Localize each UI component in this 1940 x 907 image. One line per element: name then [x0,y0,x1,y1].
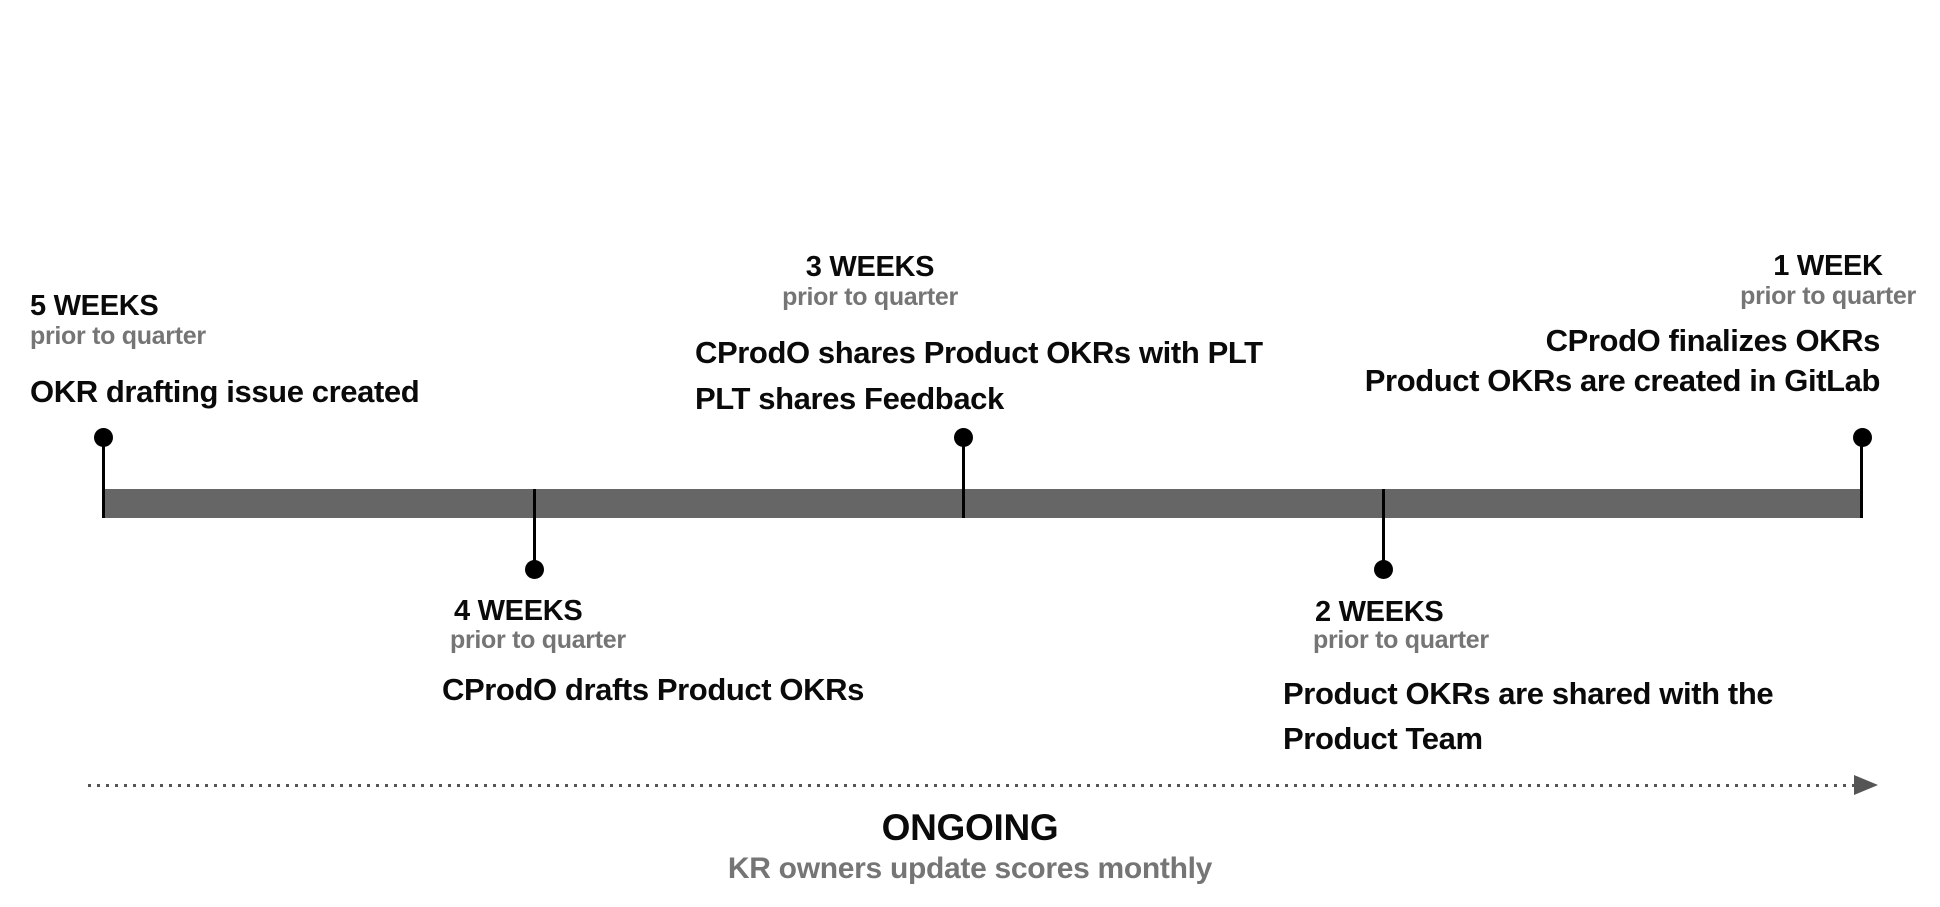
description-line: Product OKRs are shared with the [1283,676,1774,711]
ongoing-subtitle: KR owners update scores monthly [727,852,1213,885]
milestone-dot-4-weeks [525,560,544,579]
milestone-3-weeks-label: 3 WEEKS [805,251,935,283]
milestone-4-weeks-qualifier: prior to quarter [450,626,626,654]
milestone-1-week-label: 1 WEEK [1773,250,1883,282]
ongoing-dotted-line [88,784,1854,787]
description-line: PLT shares Feedback [695,381,1004,416]
milestone-dot-3-weeks [954,428,973,447]
arrow-right-icon [1854,775,1878,795]
milestone-2-weeks-qualifier: prior to quarter [1313,626,1489,654]
milestone-stem-2-weeks [1382,489,1385,569]
milestone-4-weeks-description: CProdO drafts Product OKRs [442,670,864,710]
milestone-5-weeks-description: OKR drafting issue created [30,372,420,412]
timeline-bar [104,489,1863,518]
milestone-2-weeks-description: Product OKRs are shared with the Product… [1283,671,1774,761]
milestone-stem-1-week [1860,438,1863,518]
milestone-5-weeks-qualifier: prior to quarter [30,322,206,350]
milestone-2-weeks-label: 2 WEEKS [1315,596,1444,628]
milestone-1-week-description: CProdO finalizes OKRs Product OKRs are c… [1364,321,1881,401]
description-line: OKR drafting issue created [30,374,420,409]
description-line: CProdO drafts Product OKRs [442,672,864,707]
milestone-1-week-qualifier: prior to quarter [1740,282,1916,310]
ongoing-title: ONGOING [881,807,1059,848]
description-line: CProdO shares Product OKRs with PLT [695,335,1263,370]
milestone-stem-4-weeks [533,489,536,569]
milestone-5-weeks-label: 5 WEEKS [30,290,159,322]
milestone-4-weeks-label: 4 WEEKS [454,595,583,627]
milestone-dot-2-weeks [1374,560,1393,579]
milestone-stem-5-weeks [102,438,105,518]
milestone-dot-5-weeks [94,428,113,447]
description-line: Product Team [1283,721,1483,756]
milestone-3-weeks-description: CProdO shares Product OKRs with PLT PLT … [695,330,1263,422]
milestone-3-weeks-qualifier: prior to quarter [782,283,958,311]
milestone-stem-3-weeks [962,438,965,518]
milestone-dot-1-week [1853,428,1872,447]
description-line: Product OKRs are created in GitLab [1364,363,1881,398]
description-line: CProdO finalizes OKRs [1545,323,1881,358]
